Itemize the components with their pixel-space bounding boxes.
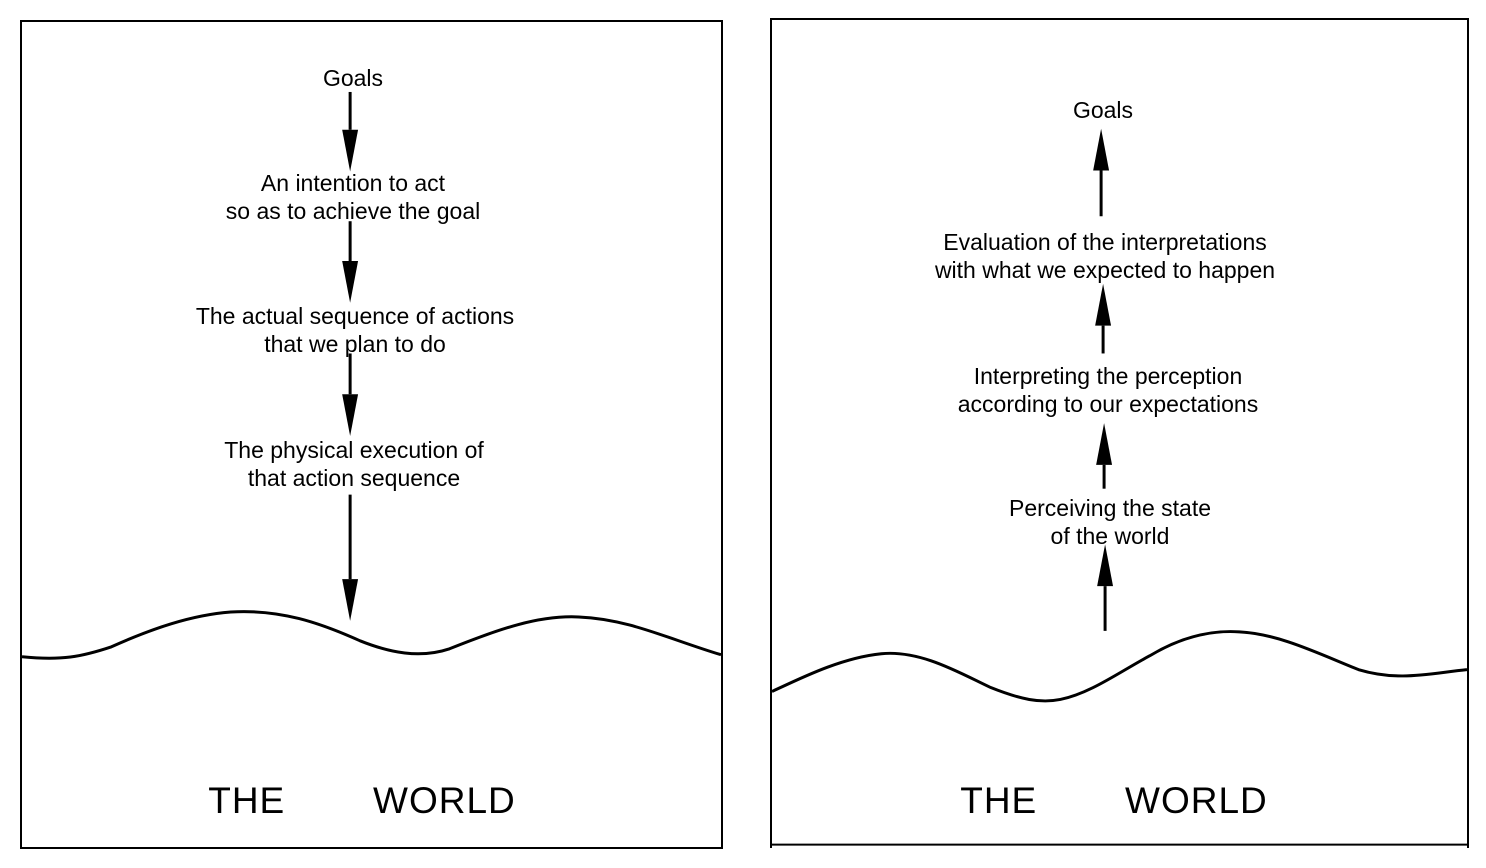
arrowhead-world-to-perceiving bbox=[1097, 544, 1114, 587]
execution-world-label: THE WORLD bbox=[208, 780, 516, 821]
arrowhead-perceiving-to-interpreting bbox=[1096, 423, 1113, 465]
evaluation-step-evaluation: Evaluation of the interpretations with w… bbox=[934, 229, 1276, 283]
execution-step-action-sequence: The actual sequence of actions that we p… bbox=[195, 303, 515, 357]
evaluation-step-interpreting: Interpreting the perception according to… bbox=[957, 363, 1259, 417]
evaluation-world-label: THE WORLD bbox=[960, 780, 1268, 821]
arrowhead-execution-to-world bbox=[342, 579, 359, 621]
world-surface-line bbox=[22, 610, 721, 660]
arrowhead-goals-to-intention bbox=[342, 129, 359, 172]
evaluation-step-goals: Goals bbox=[1072, 97, 1134, 123]
arrowhead-evaluation-to-goals bbox=[1093, 128, 1110, 171]
evaluation-arrows bbox=[1093, 128, 1114, 631]
evaluation-panel-art bbox=[772, 128, 1467, 846]
arrowhead-intention-to-sequence bbox=[342, 260, 359, 303]
execution-panel-art bbox=[22, 91, 721, 660]
evaluation-step-perceiving: Perceiving the state of the world bbox=[1008, 495, 1212, 549]
execution-arrows bbox=[342, 91, 359, 621]
world-surface-line bbox=[772, 630, 1467, 703]
arrowhead-sequence-to-execution bbox=[342, 394, 359, 436]
execution-step-goals: Goals bbox=[322, 65, 384, 91]
execution-step-intention: An intention to act so as to achieve the… bbox=[225, 170, 481, 224]
execution-step-physical-execution: The physical execution of that action se… bbox=[224, 437, 484, 491]
execution-panel: Goals An intention to act so as to achie… bbox=[20, 20, 723, 849]
arrowhead-interpreting-to-evaluation bbox=[1095, 283, 1112, 326]
evaluation-panel: Goals Evaluation of the interpretations … bbox=[770, 18, 1469, 848]
